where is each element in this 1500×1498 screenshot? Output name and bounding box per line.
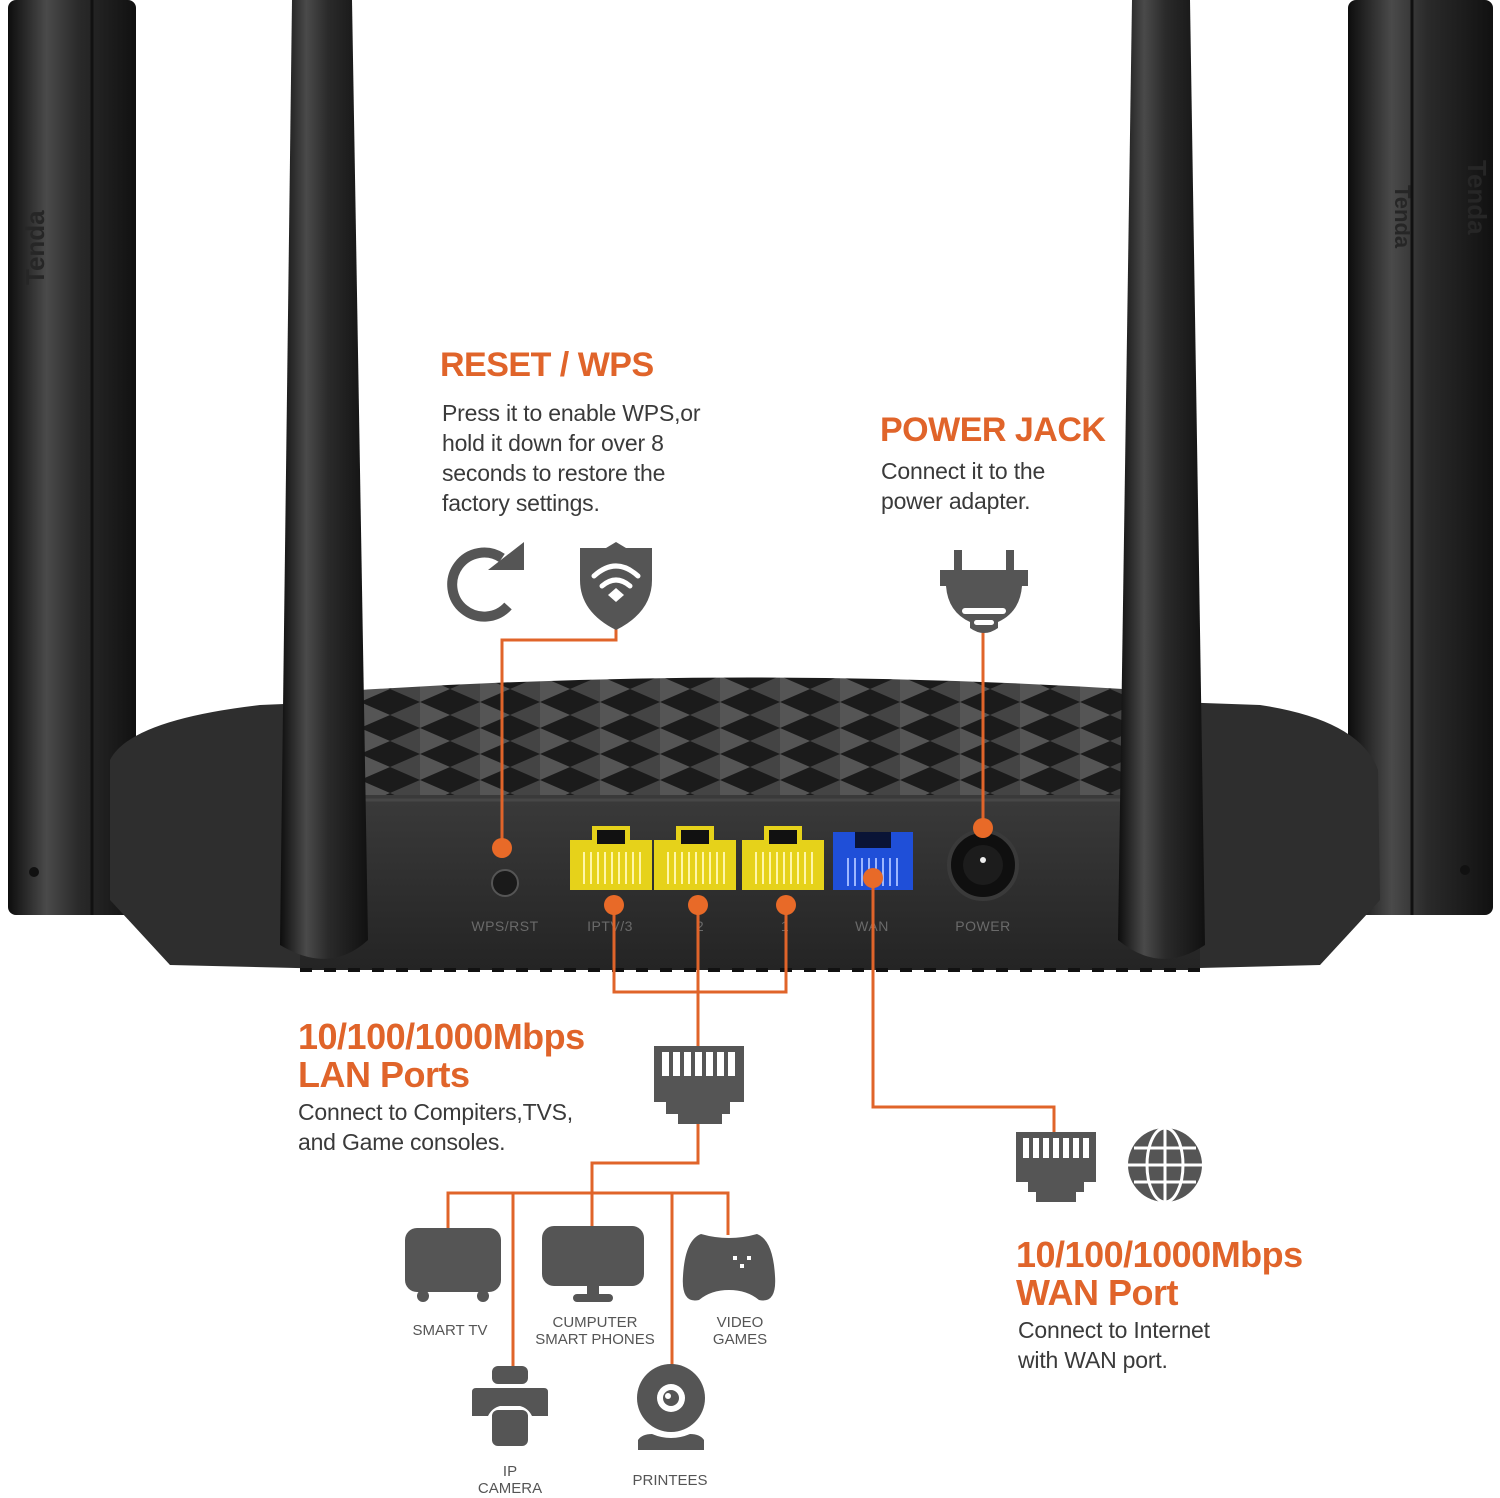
- lan-port: [654, 826, 736, 890]
- port-label-lan2: 2: [695, 918, 705, 934]
- port-label-lan1: 1: [780, 918, 790, 934]
- device-label-computer: CUMPUTER SMART PHONES: [520, 1314, 670, 1348]
- power-jack-desc-line: power adapter.: [881, 488, 1031, 514]
- wan-desc-line: with WAN port.: [1018, 1347, 1168, 1373]
- lan-title-line2: LAN Ports: [298, 1053, 470, 1095]
- antenna-left-back: [8, 0, 136, 915]
- power-jack-port: [947, 829, 1019, 901]
- device-label-line: VIDEO: [716, 1314, 764, 1331]
- antenna-left-front: [280, 0, 368, 959]
- port-label-power: POWER: [955, 918, 1011, 934]
- reset-wps-desc-line: factory settings.: [442, 490, 600, 516]
- refresh-icon: [447, 542, 524, 622]
- smart-tv-icon: [405, 1228, 501, 1302]
- wan-ethernet-icon: [1016, 1132, 1096, 1202]
- port-label-lan3: IPTV/3: [587, 918, 633, 934]
- computer-monitor-icon: [542, 1226, 644, 1302]
- wps-reset-button: [491, 869, 519, 897]
- wan-title: 10/100/1000Mbps WAN Port: [1016, 1236, 1303, 1312]
- brand-watermark-left: Tenda: [20, 210, 50, 285]
- lan-title: 10/100/1000Mbps LAN Ports: [298, 1018, 585, 1094]
- device-label-video-games: VIDEO GAMES: [690, 1314, 790, 1348]
- ethernet-icon: [654, 1046, 744, 1124]
- device-label-printer: PRINTEES: [632, 1472, 708, 1489]
- wan-title-line2: WAN Port: [1016, 1271, 1178, 1313]
- device-label-ip-camera: IP CAMERA: [450, 1463, 570, 1497]
- lan-description: Connect to Compiters,TVS, and Game conso…: [298, 1097, 573, 1157]
- antenna-right-back: [1348, 0, 1493, 915]
- device-label-line: CUMPUTER: [552, 1314, 638, 1331]
- wan-title-line1: 10/100/1000Mbps: [1016, 1234, 1303, 1275]
- reset-wps-title: RESET / WPS: [440, 346, 654, 384]
- lan-desc-line: Connect to Compiters,TVS,: [298, 1099, 573, 1125]
- device-label-line: SMART PHONES: [535, 1331, 655, 1348]
- port-label-wps-rst: WPS/RST: [471, 918, 539, 934]
- reset-wps-desc-line: Press it to enable WPS,or: [442, 400, 701, 426]
- wan-description: Connect to Internet with WAN port.: [1018, 1315, 1210, 1375]
- device-label-smart-tv: SMART TV: [412, 1322, 488, 1339]
- brand-watermark-right-back: Tenda: [1390, 185, 1415, 249]
- device-label-line: CAMERA: [477, 1480, 543, 1497]
- brand-watermark-right: Tenda: [1462, 160, 1492, 235]
- webcam-icon: [637, 1364, 705, 1450]
- antenna-right-front: [1118, 0, 1205, 959]
- printer-icon: [472, 1366, 548, 1446]
- router-top-vent: [360, 677, 1140, 800]
- power-jack-description: Connect it to the power adapter.: [881, 456, 1045, 516]
- lan-port: [742, 826, 824, 890]
- wan-desc-line: Connect to Internet: [1018, 1317, 1210, 1343]
- lan-desc-line: and Game consoles.: [298, 1129, 506, 1155]
- plug-icon: [940, 550, 1028, 633]
- gamepad-icon: [682, 1234, 776, 1301]
- device-label-line: GAMES: [712, 1331, 768, 1348]
- reset-wps-description: Press it to enable WPS,or hold it down f…: [442, 398, 701, 518]
- reset-wps-desc-line: seconds to restore the: [442, 460, 666, 486]
- wifi-shield-icon: [580, 542, 652, 630]
- device-label-line: IP: [502, 1463, 518, 1480]
- power-jack-title: POWER JACK: [880, 411, 1106, 449]
- reset-wps-desc-line: hold it down for over 8: [442, 430, 664, 456]
- wan-port: [833, 832, 913, 890]
- power-jack-desc-line: Connect it to the: [881, 458, 1046, 484]
- port-label-wan: WAN: [855, 918, 889, 934]
- lan-title-line1: 10/100/1000Mbps: [298, 1016, 585, 1057]
- globe-icon: [1128, 1126, 1202, 1204]
